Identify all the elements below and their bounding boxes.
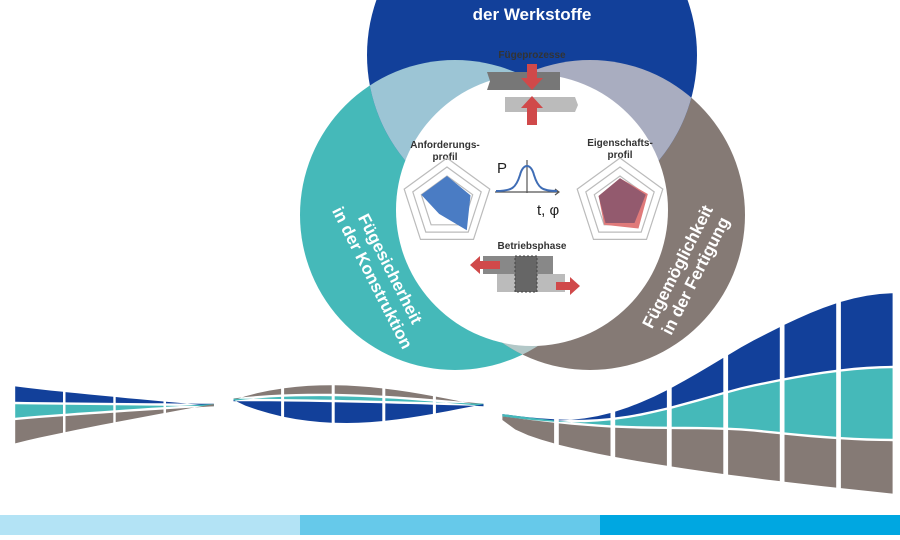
radar-shape (421, 176, 471, 231)
teal-tile (115, 405, 164, 411)
gray-tile (840, 439, 893, 494)
blue-tile (502, 414, 555, 421)
gray-tile (385, 388, 433, 400)
blue-tile (840, 293, 893, 370)
blue-tile (671, 357, 724, 407)
gray-tile (435, 396, 484, 406)
stripe-dark (600, 515, 900, 535)
teal-tile (615, 409, 667, 427)
blue-tile (385, 403, 433, 421)
teal-tile (840, 368, 893, 439)
property-profile-label-2: profil (608, 150, 633, 161)
stripe-mid (300, 515, 600, 535)
teal-tile (233, 396, 282, 401)
teal-tile (558, 420, 611, 426)
blue-tile (728, 327, 780, 391)
operation-plates-icon (470, 255, 580, 295)
teal-tile (385, 398, 433, 403)
radar-grid (576, 157, 664, 240)
property-profile-label-1: Eigenschafts- (587, 138, 653, 149)
top-ring-label: der Werkstoffe (473, 5, 592, 24)
blue-tile (615, 390, 667, 418)
blue-tile (233, 400, 282, 417)
blue-tile (334, 402, 383, 423)
blue-tile (784, 303, 837, 379)
requirement-profile-label-2: profil (433, 152, 458, 163)
teal-tile (502, 414, 555, 422)
joining-process-label: Fügeprozesse (498, 50, 566, 61)
t-axis-label: t, φ (537, 202, 560, 219)
inner-circle (396, 74, 668, 346)
teal-tile (166, 403, 214, 407)
blue-tile (558, 413, 611, 421)
teal-tile (671, 394, 724, 428)
gray-tile (502, 416, 555, 444)
joining-plates-icon (487, 64, 578, 125)
radar-shape (598, 178, 646, 223)
blue-tile (435, 404, 484, 414)
gray-tile (671, 429, 724, 474)
teal-tile (784, 372, 837, 437)
blue-tile (65, 392, 114, 403)
teal-tile (334, 396, 383, 401)
operation-phase-label: Betriebsphase (498, 241, 567, 252)
stripe-light (0, 515, 300, 535)
wave-band (15, 293, 893, 494)
gray-tile (65, 412, 114, 433)
gray-tile (558, 423, 611, 457)
gray-tile (15, 416, 63, 444)
teal-tile (728, 381, 780, 432)
blue-tile (284, 401, 332, 423)
gray-tile (615, 427, 667, 466)
teal-tile (284, 396, 332, 400)
gray-tile (784, 434, 837, 488)
requirement-profile-label-1: Anforderungs- (410, 140, 479, 151)
gray-tile (728, 430, 780, 482)
gray-tile (233, 388, 282, 401)
probability-curve-icon (495, 160, 560, 196)
radar-grid (403, 157, 491, 240)
teal-tile (15, 404, 63, 418)
gray-tile (115, 409, 164, 423)
teal-tile (435, 401, 484, 407)
blue-tile (115, 397, 164, 404)
p-axis-label: P (497, 160, 507, 177)
gray-tile (284, 385, 332, 395)
radar-grid (585, 166, 655, 233)
property-radar-icon (576, 157, 664, 240)
radar-grid (412, 166, 482, 233)
gray-tile (334, 385, 383, 396)
teal-tile (65, 404, 114, 414)
blue-tile (15, 386, 63, 403)
requirement-radar-icon (403, 157, 491, 240)
radar-grid (420, 175, 474, 226)
